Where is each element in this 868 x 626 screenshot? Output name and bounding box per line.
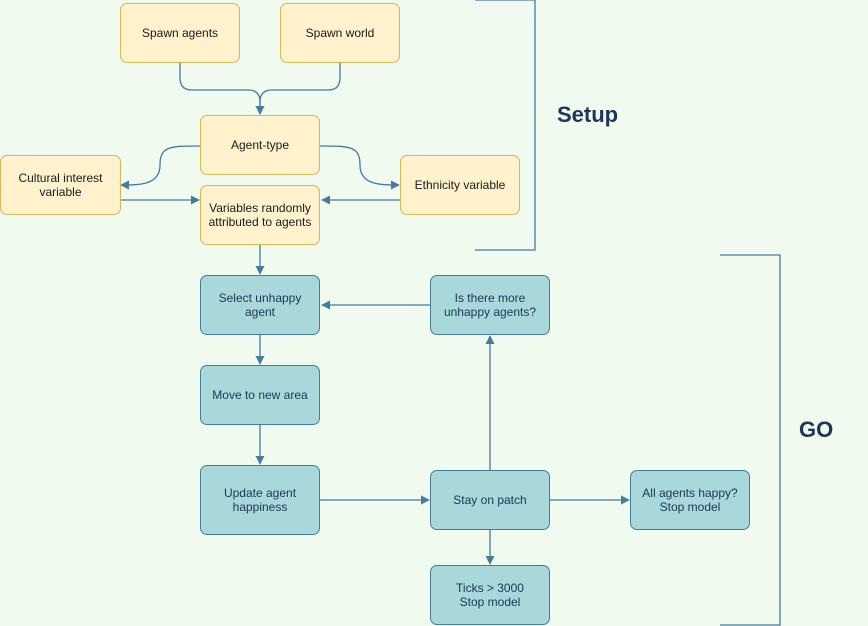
node-agent-type[interactable]: Agent-type xyxy=(200,115,320,175)
node-ethnicity[interactable]: Ethnicity variable xyxy=(400,155,520,215)
edge-spawn-world-to-agent-type xyxy=(255,63,341,115)
node-stay-on-patch[interactable]: Stay on patch xyxy=(430,470,550,530)
node-spawn-world[interactable]: Spawn world xyxy=(280,3,400,63)
node-update-happiness[interactable]: Update agent happiness xyxy=(200,465,320,535)
node-move-new-area[interactable]: Move to new area xyxy=(200,365,320,425)
go-label: GO xyxy=(799,417,834,442)
edge-spawn-agents-to-agent-type xyxy=(179,63,265,115)
node-variables-random[interactable]: Variables randomly attributed to agents xyxy=(200,185,320,245)
node-all-happy[interactable]: All agents happy? Stop model xyxy=(630,470,750,530)
node-spawn-agents[interactable]: Spawn agents xyxy=(120,3,240,63)
setup-bracket xyxy=(475,0,536,251)
go-bracket xyxy=(720,254,781,626)
node-select-unhappy[interactable]: Select unhappy agent xyxy=(200,275,320,335)
node-cultural-interest[interactable]: Cultural interest variable xyxy=(0,155,121,215)
node-more-unhappy[interactable]: Is there more unhappy agents? xyxy=(430,275,550,335)
setup-label: Setup xyxy=(557,102,619,127)
edge-agent-type-to-ethnicity xyxy=(319,145,400,190)
edge-agent-type-to-cultural xyxy=(120,145,201,190)
node-ticks-limit[interactable]: Ticks > 3000 Stop model xyxy=(430,565,550,625)
